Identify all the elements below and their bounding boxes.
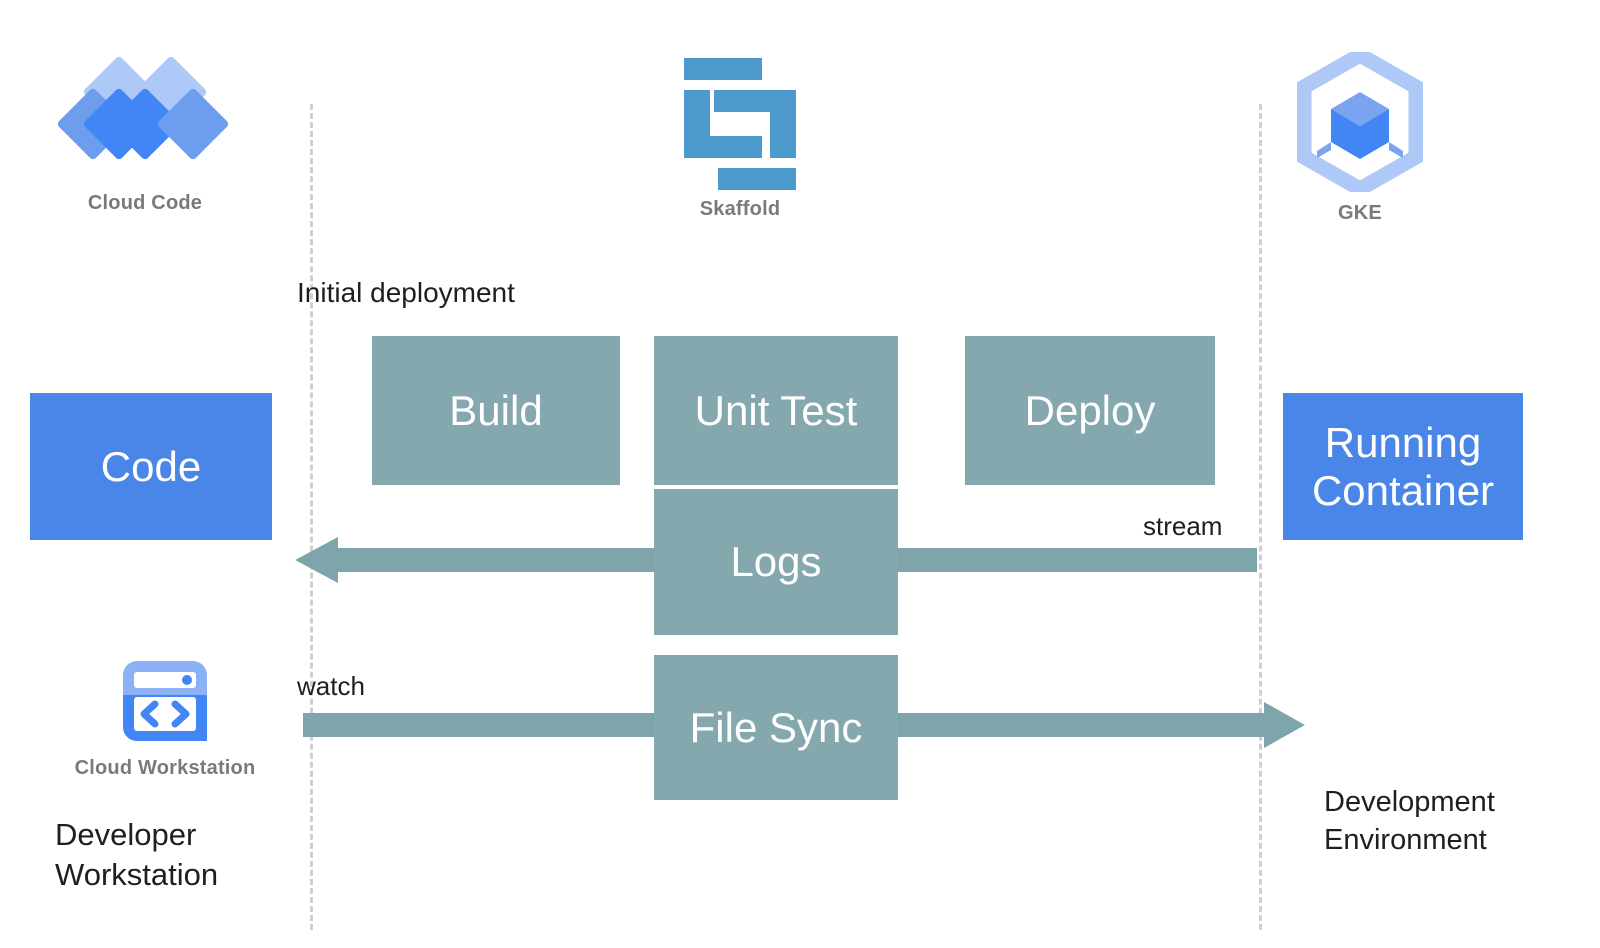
- running-container-line-2: Container: [1312, 467, 1494, 514]
- zone-right-line-2: Environment: [1324, 822, 1495, 860]
- stage-box-build[interactable]: Build: [372, 336, 620, 485]
- label-stream: stream: [1143, 511, 1222, 542]
- endpoint-box-running-container[interactable]: Running Container: [1283, 393, 1523, 540]
- label-initial-deployment: Initial deployment: [297, 277, 515, 309]
- zone-label-developer-workstation: Developer Workstation: [55, 815, 218, 894]
- endpoint-box-code[interactable]: Code: [30, 393, 272, 540]
- stage-box-logs[interactable]: Logs: [654, 489, 898, 635]
- zone-left-line-1: Developer: [55, 815, 218, 855]
- stage-box-file-sync[interactable]: File Sync: [654, 655, 898, 800]
- zone-left-line-2: Workstation: [55, 855, 218, 895]
- stage-box-deploy[interactable]: Deploy: [965, 336, 1215, 485]
- running-container-line-1: Running: [1325, 419, 1481, 466]
- label-watch: watch: [297, 671, 365, 702]
- zone-label-development-environment: Development Environment: [1324, 784, 1495, 859]
- zone-right-line-1: Development: [1324, 784, 1495, 822]
- stage-box-unit-test[interactable]: Unit Test: [654, 336, 898, 485]
